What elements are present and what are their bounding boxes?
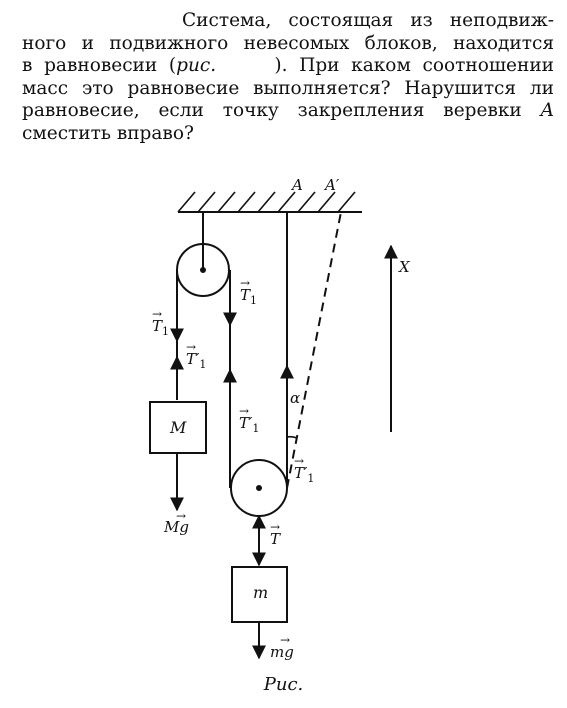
point-a-reference: A — [540, 100, 554, 121]
svg-text:→: → — [240, 276, 250, 290]
figure-caption: Рис. — [263, 674, 304, 695]
svg-text:→: → — [270, 520, 280, 534]
angle-alpha-label: α — [290, 389, 300, 407]
svg-text:T′1: T′1 — [239, 414, 259, 435]
angle-arc — [286, 435, 298, 439]
svg-text:→: → — [152, 307, 162, 321]
svg-text:T′1: T′1 — [186, 350, 206, 371]
problem-line-2: ного и подвижного невесомых блоков, нахо… — [22, 32, 554, 54]
svg-text:mg: mg — [270, 643, 294, 661]
x-axis-label: X — [398, 258, 411, 276]
force-labels: T1 → T′1 → T1 → T′1 → T′1 → T → Mg → mg … — [152, 276, 314, 661]
svg-text:→: → — [176, 509, 186, 523]
problem-line-5: равновесие, если точку закрепления верев… — [22, 100, 554, 123]
problem-line-6: сместить вправо? — [22, 122, 194, 144]
problem-line-3: в равновесии (рис. ). При каком соотноше… — [22, 55, 554, 78]
svg-text:T1: T1 — [240, 286, 257, 307]
svg-text:T′1: T′1 — [294, 464, 314, 485]
point-a-prime-label: A′ — [323, 176, 340, 194]
svg-text:→: → — [186, 340, 196, 354]
svg-text:→: → — [280, 633, 290, 647]
problem-text: Система, состоящая из неподвиж- ного и п… — [22, 10, 554, 145]
problem-line-3-end: ). При каком соотношении — [216, 55, 554, 76]
problem-line-1: Система, состоящая из неподвиж- — [182, 10, 554, 31]
point-a-label: A — [290, 176, 303, 194]
svg-text:T1: T1 — [152, 317, 169, 338]
ceiling-hatching — [177, 191, 356, 213]
figure-reference: рис. — [176, 55, 217, 76]
problem-line-5-text: равновесие, если точку закрепления верев… — [22, 100, 541, 121]
rope-displaced-dashed — [286, 211, 342, 489]
svg-text:Mg: Mg — [163, 518, 189, 536]
svg-text:→: → — [294, 454, 304, 468]
mass-small-label: m — [253, 583, 268, 602]
svg-text:→: → — [239, 404, 249, 418]
problem-line-4: масс это равновесие выполняется? Нарушит… — [22, 77, 554, 99]
svg-text:T: T — [270, 530, 281, 548]
mass-big-label: M — [169, 418, 187, 437]
problem-line-3-start: в равновесии ( — [22, 55, 177, 76]
